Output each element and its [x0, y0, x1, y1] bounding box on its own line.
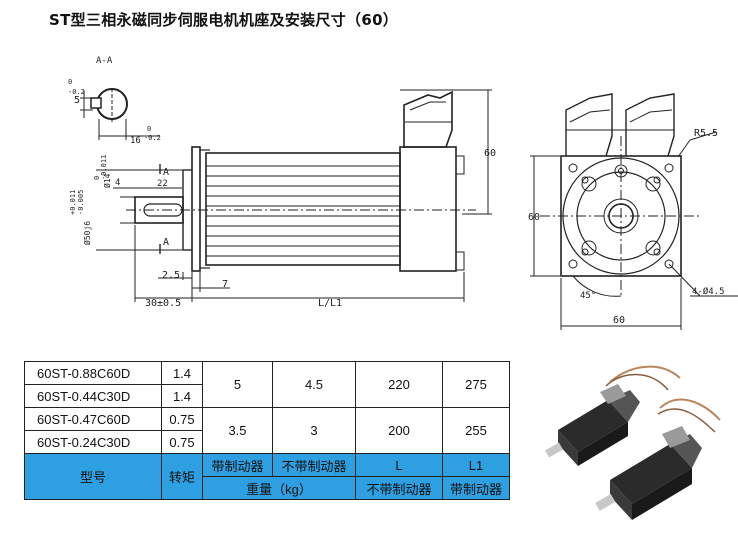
svg-text:-0.005: -0.005: [77, 190, 85, 215]
svg-text:60: 60: [484, 148, 496, 159]
svg-text:22: 22: [157, 179, 168, 189]
side-body: [205, 152, 401, 266]
section-key: [90, 97, 102, 109]
header-with-brake: 带制动器: [202, 453, 273, 477]
front-hole: [568, 163, 578, 173]
svg-text:-0.2: -0.2: [68, 88, 85, 96]
header-model: 型号: [24, 453, 162, 500]
svg-text:-0.011: -0.011: [100, 155, 108, 180]
table-row: 60ST-0.88C60D 1.4 5 4.5 220 275: [24, 361, 510, 408]
front-connector: [565, 93, 613, 157]
motor-2: [595, 426, 702, 520]
front-hole: [568, 259, 578, 269]
svg-text:4-Ø4.5: 4-Ø4.5: [692, 286, 725, 297]
front-connector: [625, 93, 675, 157]
model-cell: 60ST-0.88C60D: [24, 361, 162, 385]
l1-cell: 275: [442, 361, 510, 408]
svg-text:A: A: [163, 167, 169, 178]
side-flange: [191, 146, 201, 272]
svg-text:5: 5: [74, 95, 80, 106]
torque-cell: 0.75: [161, 407, 203, 431]
svg-text:Ø14: Ø14: [102, 173, 112, 188]
header-torque: 转矩: [161, 453, 203, 500]
svg-text:16: 16: [130, 136, 141, 146]
l-cell: 200: [355, 407, 443, 454]
svg-text:+0.011: +0.011: [69, 190, 77, 215]
front-hole: [664, 259, 674, 269]
svg-text:0: 0: [93, 176, 101, 180]
front-hole: [664, 163, 674, 173]
torque-cell: 1.4: [161, 361, 203, 385]
svg-text:Ø50j6: Ø50j6: [82, 221, 92, 245]
section-label: A-A: [96, 56, 113, 66]
side-connector: [403, 90, 453, 148]
svg-text:2.5: 2.5: [162, 270, 180, 281]
header-l1-note: 带制动器: [442, 476, 510, 500]
header-l1: L1: [442, 453, 510, 477]
side-rear-cover: [399, 146, 457, 272]
table-row: 60ST-0.24C30D 0.75: [24, 430, 510, 454]
weight-brake-cell: 5: [202, 361, 273, 408]
dimension-drawing: A-A 5 0 -0.2 16 0 -0.2 4 22 A A 2.5 7 30…: [68, 56, 738, 330]
l-cell: 220: [355, 361, 443, 408]
torque-cell: 1.4: [161, 384, 203, 408]
table-row: 60ST-0.47C60D 0.75 3.5 3 200 255: [24, 407, 510, 454]
spec-table: 60ST-0.88C60D 1.4 5 4.5 220 275 60ST-0.4…: [24, 361, 510, 500]
svg-text:0: 0: [68, 78, 72, 86]
header-l: L: [355, 453, 443, 477]
svg-text:0: 0: [147, 125, 151, 133]
table-header-row: 型号 转矩 带制动器 不带制动器 L L1: [24, 453, 510, 500]
svg-text:L/L1: L/L1: [318, 298, 342, 309]
header-weight: 重量（kg）: [202, 476, 356, 500]
model-cell: 60ST-0.44C30D: [24, 384, 162, 408]
weight-brake-cell: 3.5: [202, 407, 273, 454]
torque-cell: 0.75: [161, 430, 203, 454]
svg-text:4: 4: [115, 178, 120, 188]
model-cell: 60ST-0.47C60D: [24, 407, 162, 431]
l1-cell: 255: [442, 407, 510, 454]
table-header-row: 重量（kg） 不带制动器 带制动器: [25, 476, 510, 500]
svg-text:30±0.5: 30±0.5: [145, 298, 181, 309]
svg-text:60: 60: [528, 212, 540, 223]
model-cell: 60ST-0.24C30D: [24, 430, 162, 454]
svg-text:60: 60: [613, 315, 625, 326]
motor-1: [545, 384, 640, 466]
svg-text:45°: 45°: [580, 291, 596, 301]
weight-nobrake-cell: 3: [272, 407, 356, 454]
svg-text:-0.2: -0.2: [144, 134, 161, 142]
header-without-brake: 不带制动器: [272, 453, 356, 477]
motor-photo: [545, 365, 721, 520]
svg-text:A: A: [163, 237, 169, 248]
svg-text:7: 7: [222, 279, 228, 290]
page-title: ST型三相永磁同步伺服电机机座及安装尺寸（60）: [49, 11, 399, 29]
weight-nobrake-cell: 4.5: [272, 361, 356, 408]
svg-text:R5.5: R5.5: [694, 128, 718, 139]
header-l-note: 不带制动器: [355, 476, 443, 500]
